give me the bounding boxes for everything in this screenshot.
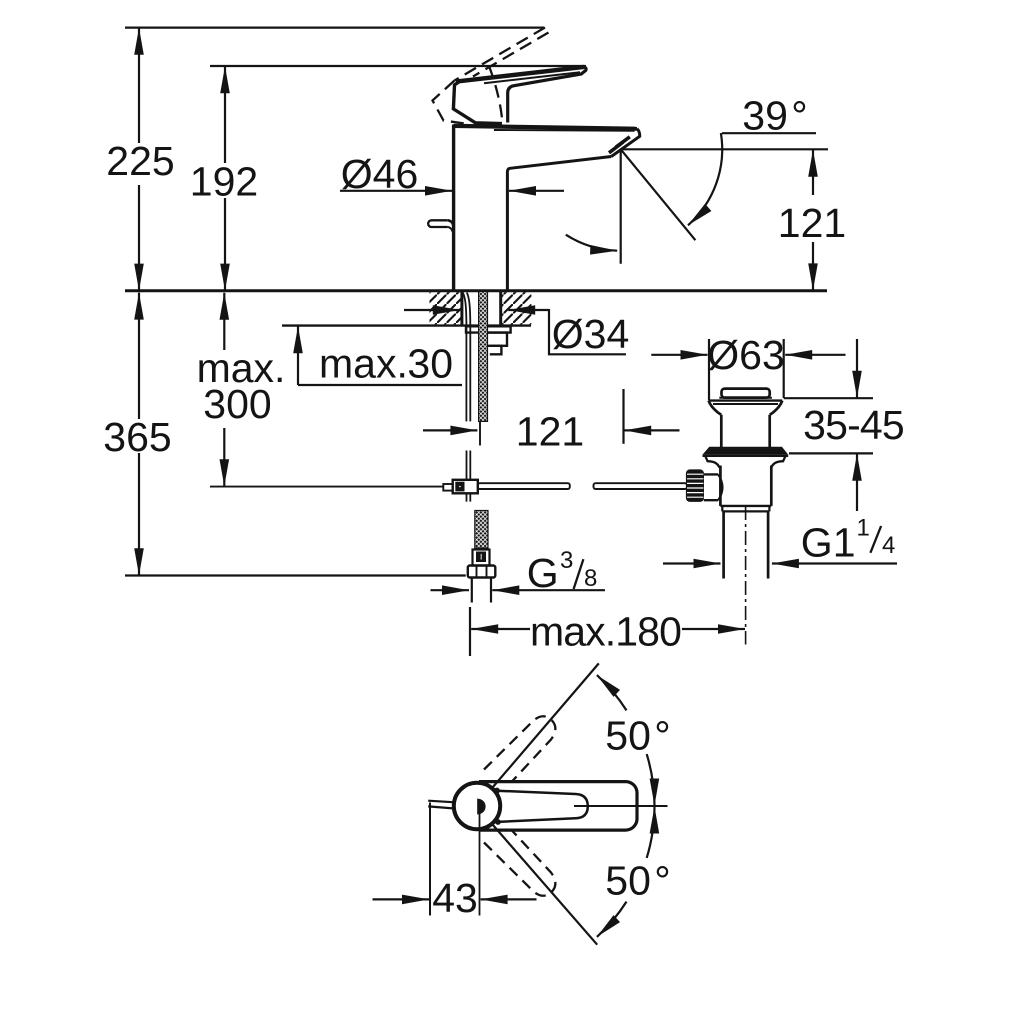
- svg-text:43: 43: [432, 875, 478, 921]
- svg-text:192: 192: [190, 159, 258, 205]
- svg-text:8: 8: [584, 565, 597, 592]
- svg-text:G1: G1: [801, 520, 856, 566]
- svg-text:365: 365: [103, 414, 171, 460]
- svg-text:max.: max.: [197, 345, 286, 391]
- svg-text:Ø34: Ø34: [552, 311, 630, 357]
- svg-text:300: 300: [203, 381, 271, 427]
- svg-text:225: 225: [106, 138, 174, 184]
- svg-text:max.: max.: [319, 341, 408, 387]
- svg-text:30: 30: [407, 341, 453, 387]
- svg-text:39 °: 39 °: [742, 93, 807, 139]
- svg-text:121: 121: [516, 409, 584, 455]
- svg-text:1: 1: [857, 515, 870, 542]
- svg-text:4: 4: [882, 532, 895, 559]
- svg-text:50 °: 50 °: [605, 713, 670, 759]
- svg-text:35-45: 35-45: [803, 402, 904, 448]
- svg-text:max.180: max.180: [530, 609, 681, 655]
- svg-text:G: G: [527, 550, 559, 596]
- svg-text:Ø63: Ø63: [707, 332, 785, 378]
- svg-text:3: 3: [560, 547, 573, 574]
- svg-text:50 °: 50 °: [605, 858, 670, 904]
- svg-text:Ø46: Ø46: [341, 151, 419, 197]
- svg-text:121: 121: [778, 200, 846, 246]
